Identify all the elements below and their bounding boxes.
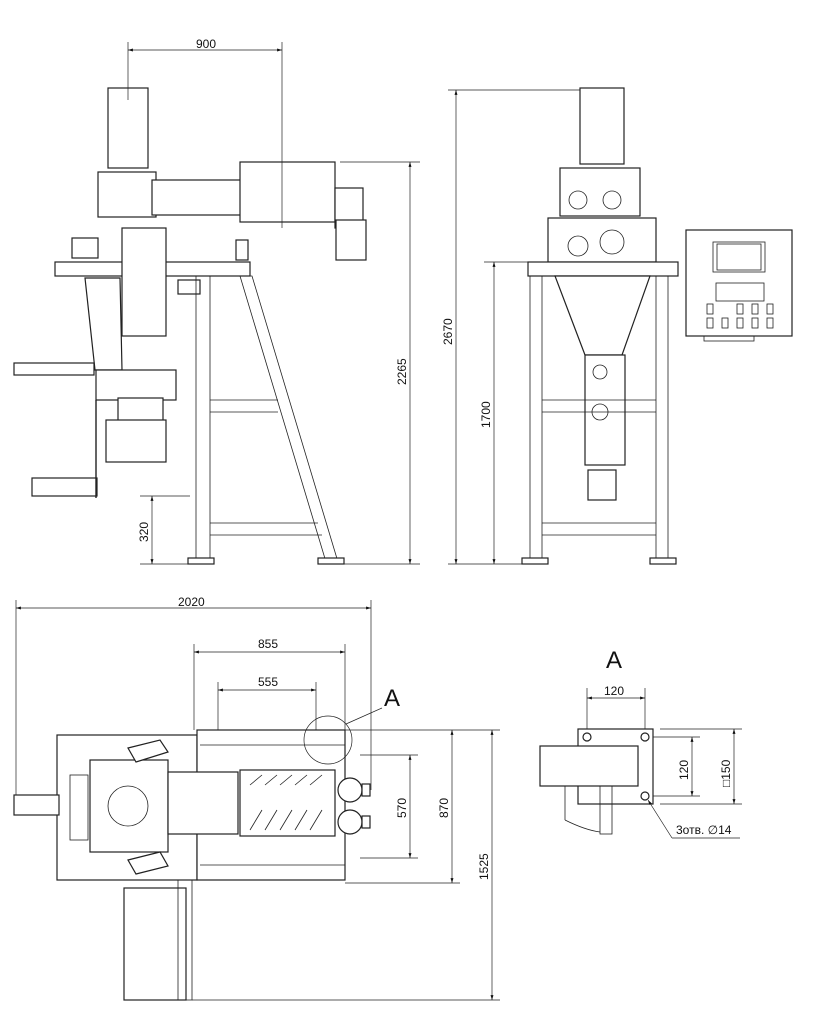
dim-900: 900: [196, 37, 216, 51]
dim-320: 320: [137, 522, 151, 542]
dim-855: 855: [258, 637, 278, 651]
front-view-dimensions: 2670 1700: [441, 89, 580, 565]
control-panel: [685, 229, 793, 342]
side-view-dimensions: 900 2265 320: [127, 37, 420, 565]
dim-2670: 2670: [441, 318, 455, 345]
dim-570: 570: [395, 798, 409, 818]
detail-a: A 120 120 □150 3отв. ∅14: [539, 647, 742, 839]
dim-1700: 1700: [479, 401, 493, 428]
dim-2265: 2265: [395, 358, 409, 385]
dim-2020: 2020: [178, 595, 205, 609]
front-view: [521, 87, 679, 565]
dim-555: 555: [258, 675, 278, 689]
detail-dim-120-v: 120: [677, 760, 691, 780]
plan-view: A: [13, 685, 400, 1001]
detail-a-title: A: [606, 647, 622, 674]
plan-view-dimensions: 2020 855 555 570 870 1525: [15, 595, 500, 1001]
detail-holes-note: 3отв. ∅14: [676, 823, 732, 837]
detail-marker-a: A: [384, 685, 400, 712]
detail-dim-120-h: 120: [604, 684, 624, 698]
dim-1525: 1525: [477, 853, 491, 880]
dim-870: 870: [437, 798, 451, 818]
side-view: [13, 87, 367, 565]
detail-dim-150: □150: [719, 759, 733, 787]
